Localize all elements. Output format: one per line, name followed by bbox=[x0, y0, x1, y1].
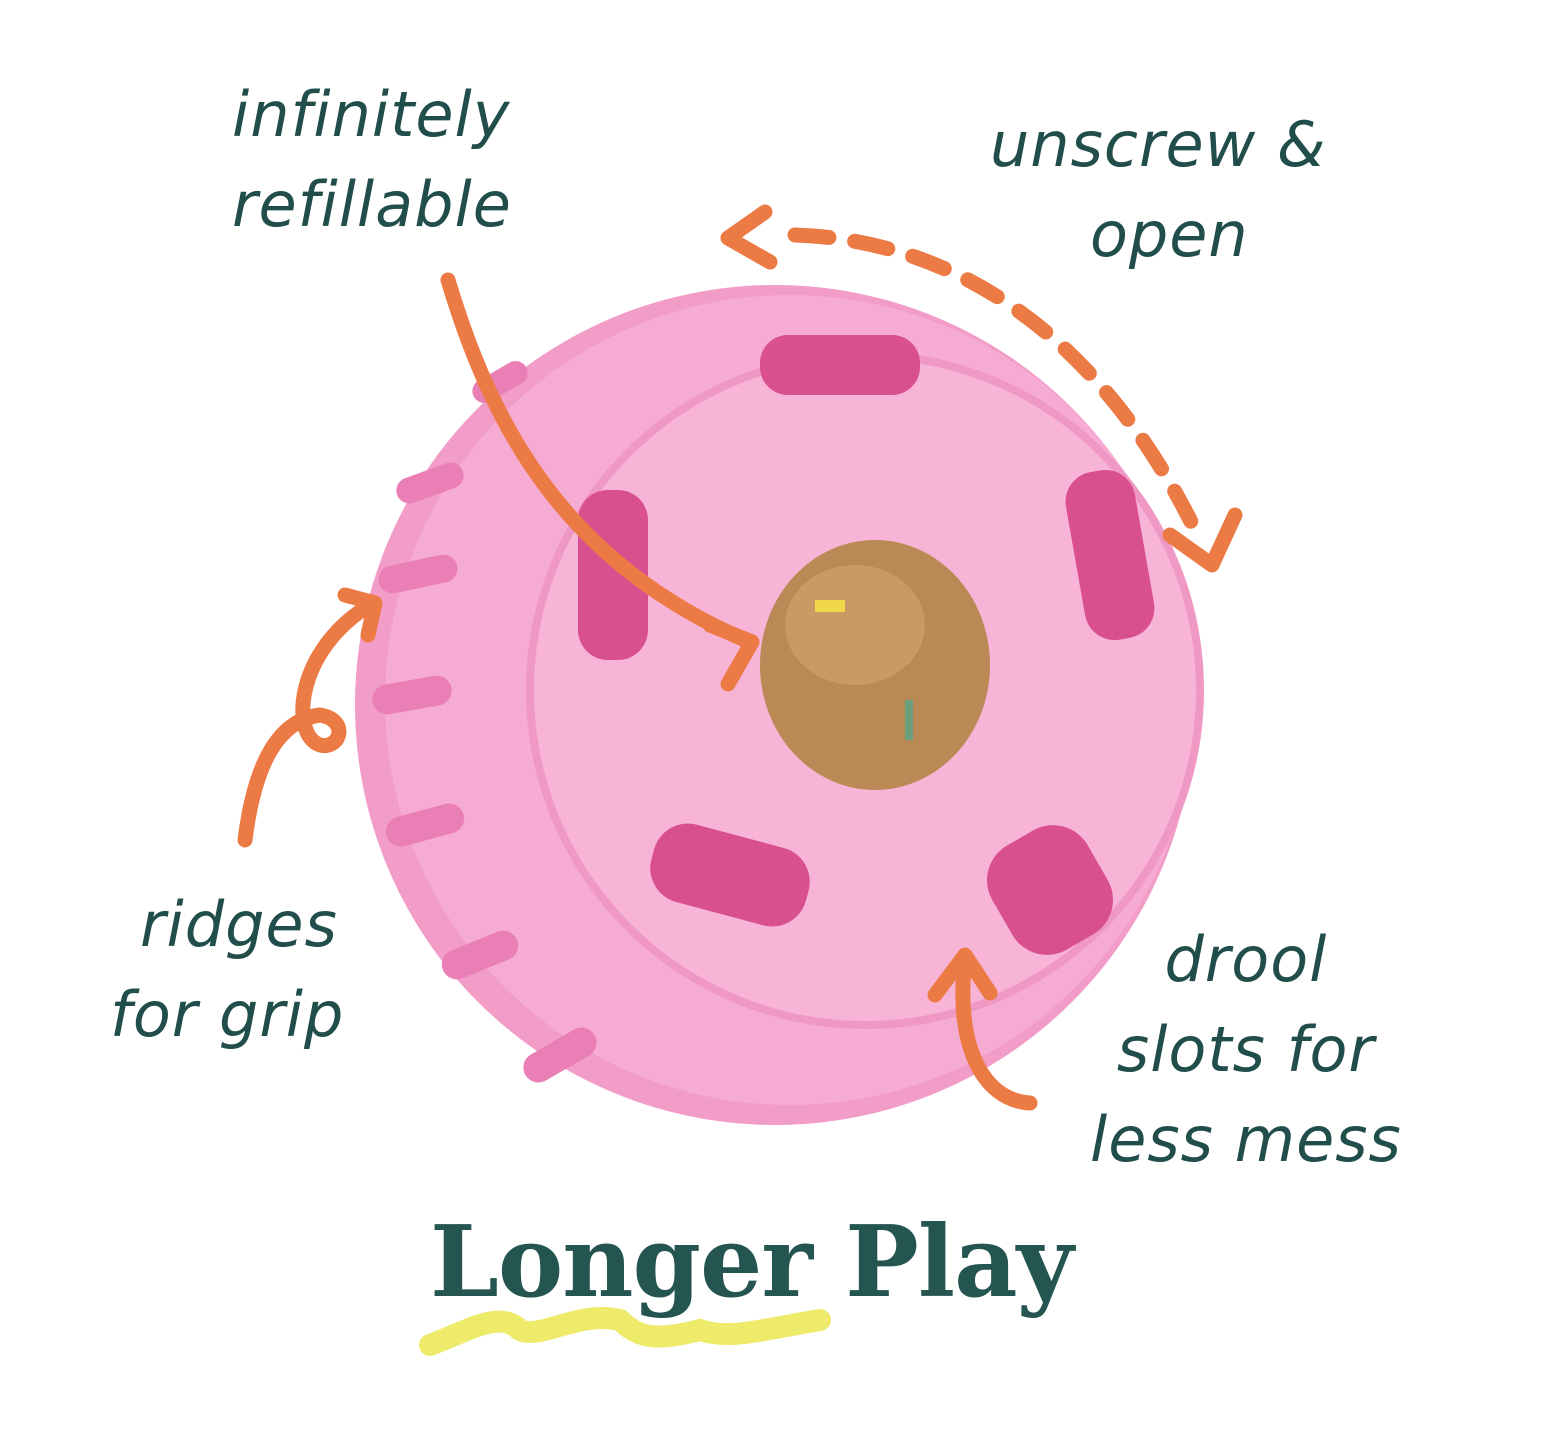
callout-ridges: ridges for grip bbox=[110, 880, 344, 1060]
drool-slots bbox=[578, 335, 1155, 955]
callout-line: for grip bbox=[110, 978, 345, 1051]
callout-line: infinitely bbox=[232, 78, 511, 151]
pink-treat-ball bbox=[355, 285, 1204, 1125]
ridges-arrow bbox=[237, 597, 378, 848]
callout-line: ridges bbox=[140, 888, 338, 961]
drool-arrow bbox=[955, 952, 1038, 1111]
arrows bbox=[237, 204, 1243, 1111]
callout-refillable: infinitely refillable bbox=[232, 70, 512, 250]
callout-unscrew: unscrew & open bbox=[990, 100, 1326, 280]
callout-drool: drool slots for less mess bbox=[1090, 915, 1402, 1185]
refill-arrow bbox=[440, 272, 753, 648]
yellow-underline bbox=[419, 1307, 831, 1356]
callout-line: slots for bbox=[1116, 1013, 1375, 1086]
page-title: Longer Play bbox=[430, 1205, 1074, 1320]
callout-line: unscrew & bbox=[990, 108, 1327, 181]
callout-line: open bbox=[1090, 198, 1249, 271]
callout-line: refillable bbox=[232, 168, 512, 241]
callout-line: drool bbox=[1164, 923, 1328, 996]
grip-ridges bbox=[372, 361, 597, 1083]
callout-line: less mess bbox=[1090, 1103, 1402, 1176]
unscrew-arrow bbox=[787, 227, 1208, 548]
